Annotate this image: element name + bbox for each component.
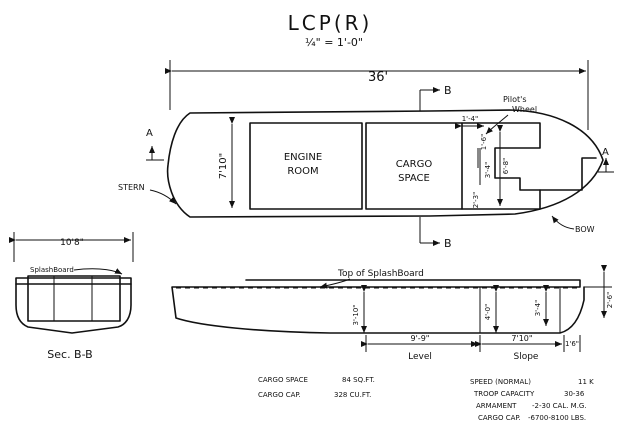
pilots-wheel-label-1: Pilot's <box>503 95 527 104</box>
note-troop-label: TROOP CAPACITY <box>473 390 535 398</box>
dim-3-4: 3'-4" <box>484 162 492 179</box>
bow-label: BOW <box>575 225 595 234</box>
elevation-hull-outline <box>171 279 585 334</box>
section-label: Sec. B-B <box>47 348 92 361</box>
level-dim-label: 9'-9" <box>411 334 430 343</box>
section-inner-box <box>27 275 121 322</box>
forward-compartment <box>461 122 597 191</box>
end-dim-label: 1'6" <box>565 340 579 348</box>
note-cargo-space-label: CARGO SPACE <box>258 376 308 384</box>
engine-room-box <box>249 122 363 210</box>
plan-hull-outline <box>166 109 604 218</box>
stern-label: STERN <box>118 183 145 192</box>
height-right-label: 3'-4" <box>534 300 542 317</box>
note-cargo-cap-label: CARGO CAP. <box>258 391 301 399</box>
beam-label: 7'10" <box>218 153 229 179</box>
section-a-left-label: A <box>146 128 153 139</box>
dim-2-3: 2'-3" <box>472 192 480 209</box>
dim-6-8: 6'-8" <box>502 158 510 175</box>
note-armament-label: ARMAMENT <box>476 402 517 410</box>
drawing-scale: ¼" = 1'-0" <box>305 36 363 49</box>
cargo-space-label-1: CARGO <box>396 159 433 170</box>
notes-right: SPEED (NORMAL) 11 K TROOP CAPACITY 30-36… <box>470 378 594 422</box>
cargo-space-box <box>365 122 463 210</box>
section-hull-outline <box>15 277 132 334</box>
section-bb-view: 10'8" SplashBoard Sec. B-B <box>9 232 134 361</box>
splashboard-label: SplashBoard <box>30 266 74 274</box>
note-cargo-lbs-label: CARGO CAP. <box>478 414 521 422</box>
note-speed-label: SPEED (NORMAL) <box>470 378 531 386</box>
engine-room-label-2: ROOM <box>287 166 318 177</box>
pilots-wheel-label-2: Wheel <box>512 105 537 114</box>
overall-length-label: 36' <box>368 70 388 85</box>
slope-label: Slope <box>514 352 539 362</box>
section-a-right-label: A <box>602 147 609 158</box>
cargo-space-label-2: SPACE <box>398 173 430 184</box>
level-label: Level <box>408 352 432 362</box>
note-cargo-space-value: 84 SQ.FT. <box>342 376 375 384</box>
cut-b-top-label: B <box>444 84 452 97</box>
note-cargo-cap-value: 328 CU.FT. <box>334 391 371 399</box>
pilots-wheel-leader <box>485 114 509 135</box>
section-width-label: 10'8" <box>60 238 84 248</box>
dim-1-6: 1'-6" <box>480 134 488 151</box>
slope-dim-label: 7'10" <box>511 334 532 343</box>
engine-room-label-1: ENGINE <box>284 152 322 163</box>
height-bow-label: 2'-6" <box>606 292 614 309</box>
drawing-title: LCP(R) <box>288 11 373 35</box>
elevation-view: Top of SplashBoard 3'-10" 4'-0" 3'-4" 2'… <box>171 265 614 362</box>
dim-1-4: 1'-4" <box>462 115 479 123</box>
note-speed-value: 11 K <box>578 378 594 386</box>
cut-b-bottom-label: B <box>444 237 452 250</box>
note-cargo-lbs-value: -6700-8100 LBS. <box>528 414 586 422</box>
note-armament-value: -2-30 CAL. M.G. <box>532 402 587 410</box>
top-of-splashboard-label: Top of SplashBoard <box>337 269 424 279</box>
height-left-label: 3'-10" <box>352 304 360 325</box>
notes-left: CARGO SPACE 84 SQ.FT. CARGO CAP. 328 CU.… <box>258 376 375 399</box>
height-mid-label: 4'-0" <box>484 304 492 321</box>
note-troop-value: 30-36 <box>564 390 585 398</box>
plan-view: 36' ENGINE ROOM CARGO SPACE 7'10" 1'-4" … <box>118 60 614 250</box>
